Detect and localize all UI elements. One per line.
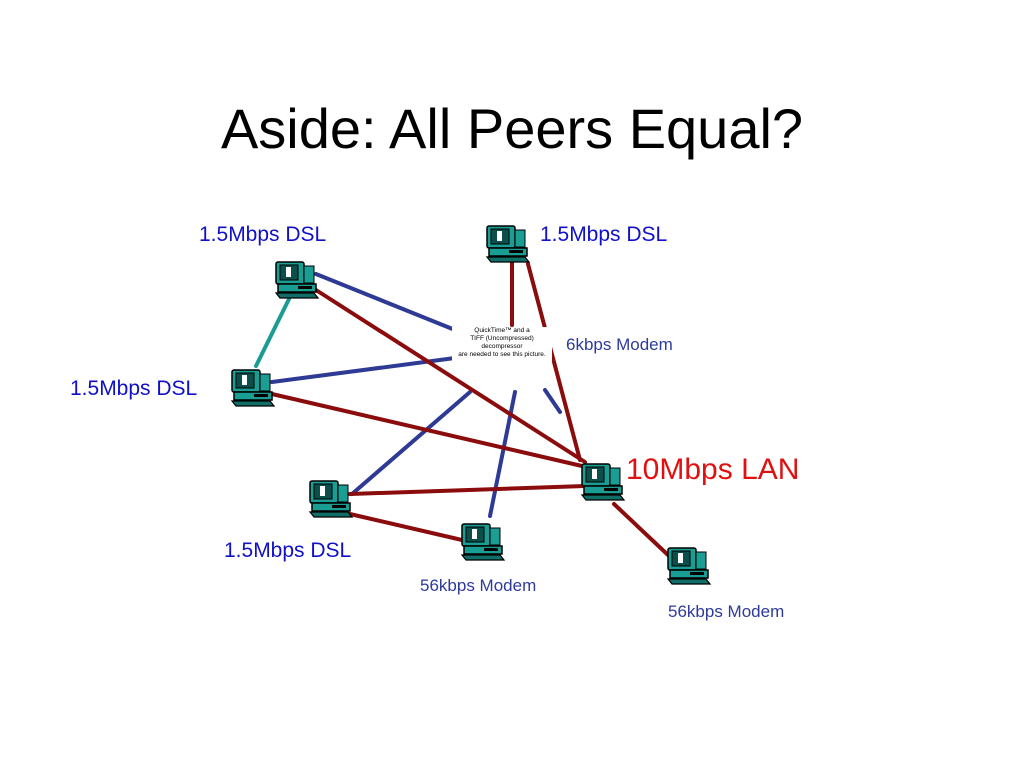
- network-link: [348, 484, 587, 496]
- top-left-dsl-computer-icon: [275, 261, 319, 299]
- lan-label: 10Mbps LAN: [626, 453, 800, 486]
- network-link: [350, 390, 472, 496]
- quicktime-placeholder: QuickTime™ and a TIFF (Uncompressed) dec…: [452, 327, 552, 367]
- top-right-dsl-computer-icon: [486, 225, 530, 263]
- lan-computer-icon: [581, 463, 625, 501]
- network-link: [270, 392, 584, 468]
- links-layer: [254, 260, 670, 557]
- network-link: [314, 288, 587, 464]
- lower-left-dsl-label: 1.5Mbps DSL: [224, 539, 352, 562]
- left-dsl-computer-icon: [231, 369, 275, 407]
- network-link: [270, 356, 457, 384]
- center-modem-label: 6kbps Modem: [566, 335, 673, 354]
- bottom-modem-computer-icon: [461, 523, 505, 561]
- network-link: [526, 262, 582, 462]
- page-title: Aside: All Peers Equal?: [220, 97, 804, 160]
- network-link: [612, 502, 670, 557]
- bottom-modem-label: 56kbps Modem: [420, 576, 537, 595]
- placeholder-line: are needed to see this picture.: [458, 351, 546, 358]
- network-link: [543, 388, 562, 414]
- network-link: [314, 272, 462, 334]
- placeholder-line: TIFF (Uncompressed) decompressor: [470, 335, 534, 350]
- network-link: [254, 297, 291, 368]
- right-modem-computer-icon: [667, 547, 711, 585]
- top-right-dsl-label: 1.5Mbps DSL: [540, 223, 668, 246]
- right-modem-label: 56kbps Modem: [668, 602, 785, 621]
- left-dsl-label: 1.5Mbps DSL: [70, 377, 198, 400]
- placeholder-line: QuickTime™ and a: [474, 327, 530, 334]
- top-left-dsl-label: 1.5Mbps DSL: [199, 223, 327, 246]
- lower-left-dsl-computer-icon: [309, 480, 353, 518]
- network-link: [348, 512, 464, 542]
